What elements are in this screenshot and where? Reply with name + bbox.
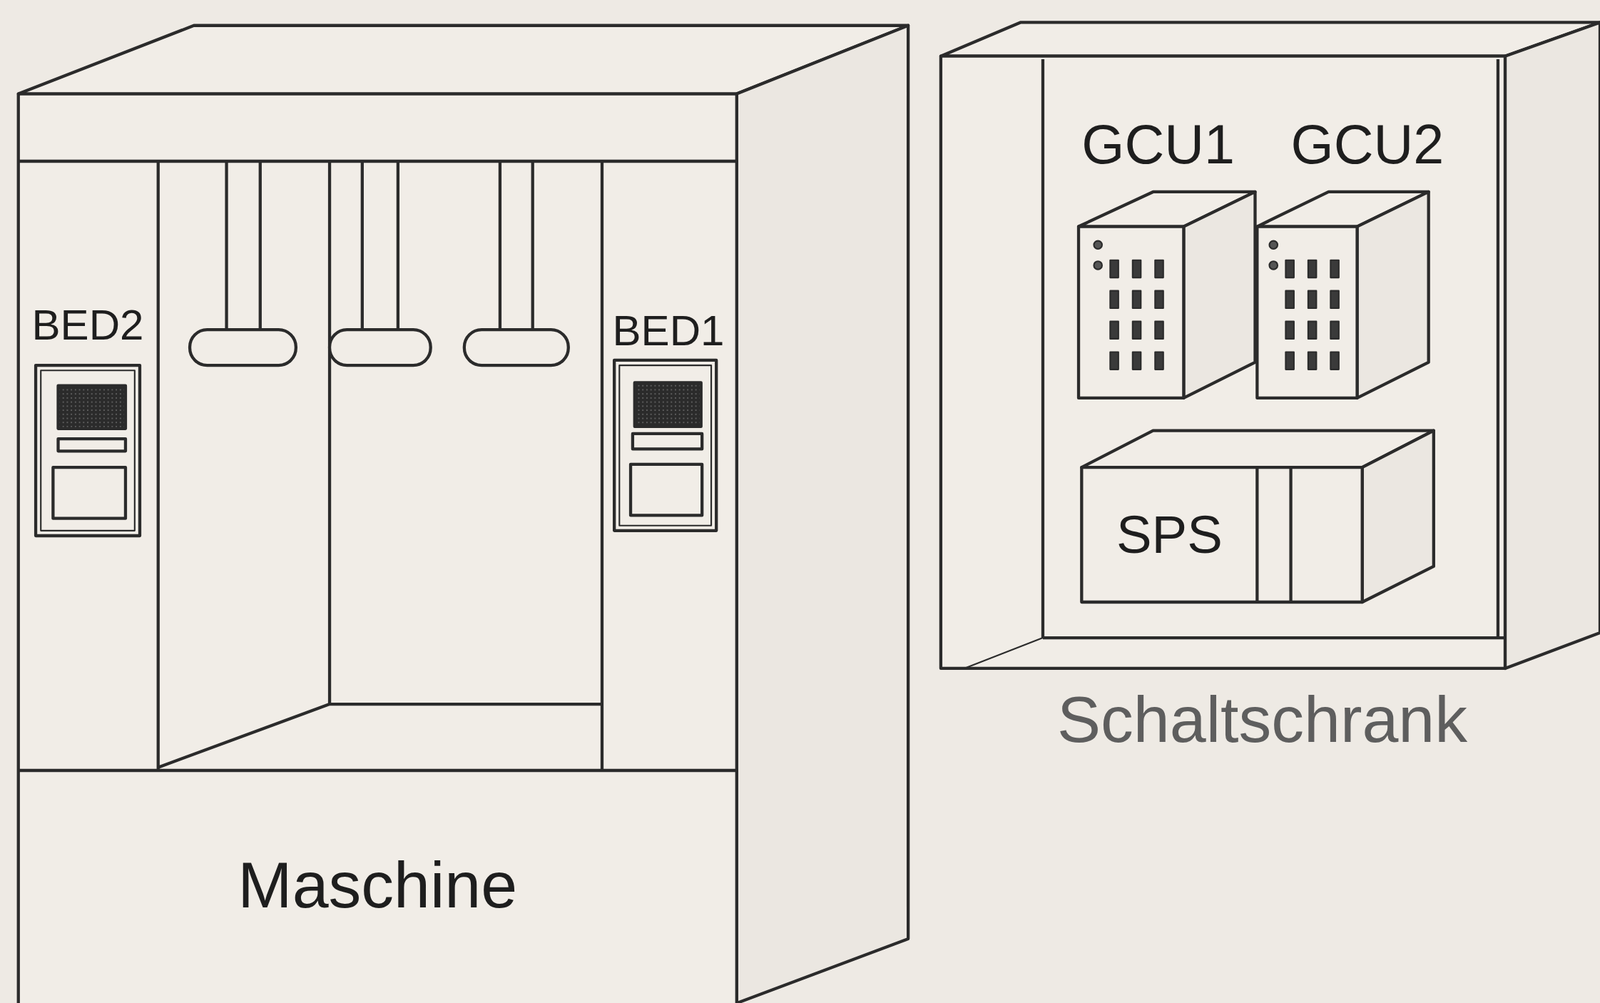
io-slot xyxy=(1109,321,1118,339)
panel-bed2 xyxy=(35,365,140,536)
io-slot xyxy=(1285,352,1294,370)
operator-panel-label: BED1 xyxy=(602,306,735,356)
control-cabinet: Schaltschrank GCU1GCU2SPS xyxy=(940,22,1600,757)
hangers xyxy=(189,161,569,366)
io-slot xyxy=(1109,291,1118,309)
gcu2-drawing xyxy=(1256,191,1429,399)
led-dot xyxy=(1093,261,1102,269)
machine: Maschine BED2 BED1 xyxy=(18,94,737,1003)
io-slot xyxy=(1132,260,1141,278)
io-slot xyxy=(1154,291,1163,309)
io-slot xyxy=(1308,321,1317,339)
gcu-unit-label: GCU1 xyxy=(1061,111,1256,177)
machine-drawing xyxy=(18,25,909,1003)
gcu-unit: GCU1 xyxy=(1061,106,1256,404)
io-slot xyxy=(1285,321,1294,339)
operator-panel: BED1 xyxy=(602,301,735,536)
io-slot xyxy=(1132,291,1141,309)
plc-unit: SPS xyxy=(1081,467,1362,603)
led-dot xyxy=(1093,241,1102,249)
io-slot xyxy=(1132,321,1141,339)
io-slot xyxy=(1285,291,1294,309)
gcu-unit-label: GCU2 xyxy=(1270,111,1465,177)
control-cabinet-label: Schaltschrank xyxy=(940,683,1584,755)
io-slot xyxy=(1132,352,1141,370)
io-slot xyxy=(1308,352,1317,370)
cabinet-drawing xyxy=(940,22,1600,668)
io-slot xyxy=(1285,260,1294,278)
led-dot xyxy=(1269,261,1278,269)
operator-panel: BED2 xyxy=(22,301,153,536)
io-slot xyxy=(1154,352,1163,370)
io-slot xyxy=(1154,260,1163,278)
io-slot xyxy=(1308,291,1317,309)
sps-drawing xyxy=(1081,430,1434,603)
led-dot xyxy=(1269,241,1278,249)
gcu1-drawing xyxy=(1078,191,1255,399)
io-slot xyxy=(1330,321,1339,339)
io-slot xyxy=(1308,260,1317,278)
plc-unit-label: SPS xyxy=(1081,467,1257,603)
io-slot xyxy=(1330,260,1339,278)
io-slot xyxy=(1109,352,1118,370)
operator-panel-label: BED2 xyxy=(22,301,153,351)
io-slot xyxy=(1109,260,1118,278)
panel-bed1 xyxy=(614,360,717,531)
machine-label: Maschine xyxy=(18,843,737,926)
gcu-unit: GCU2 xyxy=(1270,106,1465,404)
io-slot xyxy=(1154,321,1163,339)
io-slot xyxy=(1330,352,1339,370)
io-slot xyxy=(1330,291,1339,309)
